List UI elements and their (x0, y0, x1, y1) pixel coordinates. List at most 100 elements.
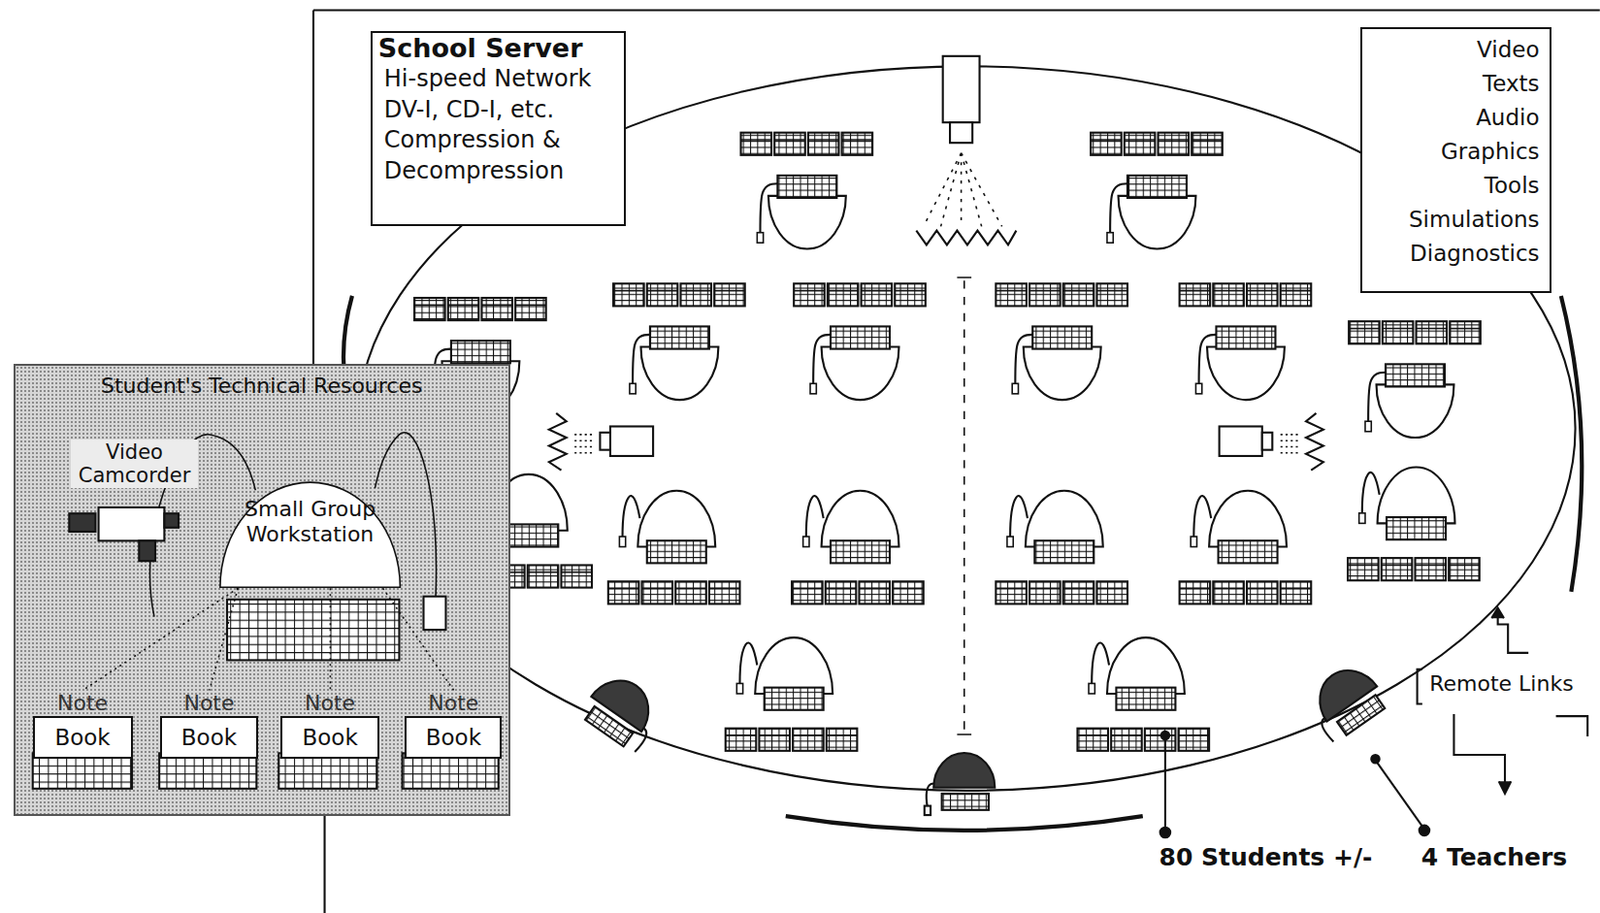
illustration-stroke (1318, 718, 1339, 743)
illustration-stroke (1382, 321, 1414, 344)
illustration-stroke (1032, 326, 1092, 349)
count-label: 4 Teachers (1418, 843, 1570, 872)
illustration-stroke (995, 290, 1027, 293)
illustration-stroke (741, 138, 773, 141)
notebook-label: Book (425, 724, 482, 751)
center-divider (956, 277, 972, 735)
illustration-stroke (1179, 290, 1211, 293)
illustration-stroke (1377, 467, 1456, 524)
illustration-stroke (647, 290, 679, 293)
notebook-box: Book (404, 716, 502, 759)
illustration-stroke (1381, 564, 1413, 567)
illustration-stroke (1362, 472, 1380, 514)
illustration-stroke (448, 297, 480, 321)
illustration-stroke (1499, 781, 1512, 794)
workstation-label: Small Group Workstation (218, 481, 402, 548)
illustration-stroke (923, 153, 1003, 228)
device-label: Video Camcorder (70, 439, 197, 489)
illustration-stroke (1371, 754, 1379, 763)
illustration-stroke (861, 283, 893, 306)
illustration-stroke (1449, 321, 1481, 344)
illustration-stroke (933, 752, 995, 788)
illustration-stroke (777, 175, 837, 198)
illustration-stroke (573, 434, 592, 454)
illustration-stroke (1034, 540, 1094, 563)
dome-node: Small Group Workstation (218, 481, 402, 588)
illustration-stroke (943, 56, 980, 123)
illustration-stroke (1280, 587, 1312, 590)
illustration-stroke (725, 728, 757, 752)
illustration-stroke (1088, 683, 1095, 694)
illustration-stroke (1029, 587, 1061, 590)
illustration-stroke (1107, 637, 1185, 694)
notebook-label: Book (181, 724, 237, 751)
illustration-stroke (560, 571, 592, 574)
illustration-stroke (1118, 195, 1197, 250)
illustration-stroke (1144, 728, 1176, 752)
illustration-stroke (826, 728, 858, 752)
illustration-stroke (758, 728, 790, 752)
illustration-stroke (759, 183, 778, 232)
illustration-stroke (1029, 581, 1061, 604)
notebook-heading: Note (404, 690, 502, 717)
illustration-stroke (632, 334, 651, 384)
illustration-stroke (709, 581, 741, 604)
illustration-stroke (680, 290, 712, 293)
illustration-stroke (714, 290, 746, 293)
illustration-stroke (1199, 334, 1217, 384)
illustration-stroke (830, 540, 890, 563)
illustration-stroke (842, 138, 874, 141)
illustration-stroke (1158, 138, 1190, 141)
count-label: 80 Students +/- (1156, 843, 1376, 872)
note-node: NoteBook (280, 690, 380, 759)
illustration-stroke (1193, 495, 1211, 537)
illustration-stroke (560, 564, 592, 588)
illustration-stroke (608, 587, 640, 590)
illustration-stroke (1096, 587, 1128, 590)
illustration-stroke (1077, 734, 1109, 737)
illustration-stroke (1190, 536, 1197, 548)
illustration-stroke (414, 304, 446, 307)
illustration-stroke (401, 753, 498, 789)
illustration-stroke (1161, 731, 1170, 740)
illustration-stroke (622, 495, 641, 537)
illustration-stroke (1374, 759, 1422, 826)
illustration-stroke (1280, 283, 1312, 306)
illustration-stroke (1491, 608, 1504, 620)
notebook-box: Book (160, 716, 259, 759)
illustration-stroke (792, 734, 824, 737)
illustration-stroke (1063, 581, 1095, 604)
illustration-stroke (741, 132, 773, 156)
illustration-stroke (1025, 490, 1104, 548)
server-node: School ServerHi-speed NetworkDV-I, CD-I,… (370, 31, 626, 228)
list-node: VideoTextsAudioGraphicsToolsSimulationsD… (1360, 27, 1552, 293)
illustration-stroke (813, 334, 831, 384)
illustration-stroke (1385, 363, 1445, 387)
illustration-stroke (1280, 434, 1300, 454)
illustration-stroke (527, 564, 559, 588)
illustration-stroke (1382, 327, 1414, 330)
media-item: Tools (1368, 168, 1540, 203)
illustration-stroke (793, 290, 825, 293)
illustration-stroke (642, 587, 674, 590)
illustration-stroke (858, 587, 890, 590)
illustration-stroke (803, 536, 810, 548)
notebook-label: Book (301, 724, 358, 751)
illustration-stroke (892, 587, 924, 590)
illustration-stroke (956, 277, 972, 735)
illustration-stroke (1359, 513, 1366, 524)
illustration-stroke (1208, 490, 1287, 548)
illustration-stroke (808, 138, 840, 141)
illustration-stroke (1215, 326, 1275, 349)
illustration-stroke (768, 195, 847, 250)
illustration-stroke (1556, 716, 1589, 737)
illustration-stroke (1179, 581, 1211, 604)
illustration-stroke (1453, 714, 1505, 788)
illustration-stroke (1124, 138, 1156, 141)
illustration-stroke (1561, 295, 1582, 592)
illustration-stroke (736, 683, 743, 694)
illustration-stroke (1280, 581, 1312, 604)
illustration-stroke (926, 783, 934, 808)
dotted-link (382, 588, 454, 691)
